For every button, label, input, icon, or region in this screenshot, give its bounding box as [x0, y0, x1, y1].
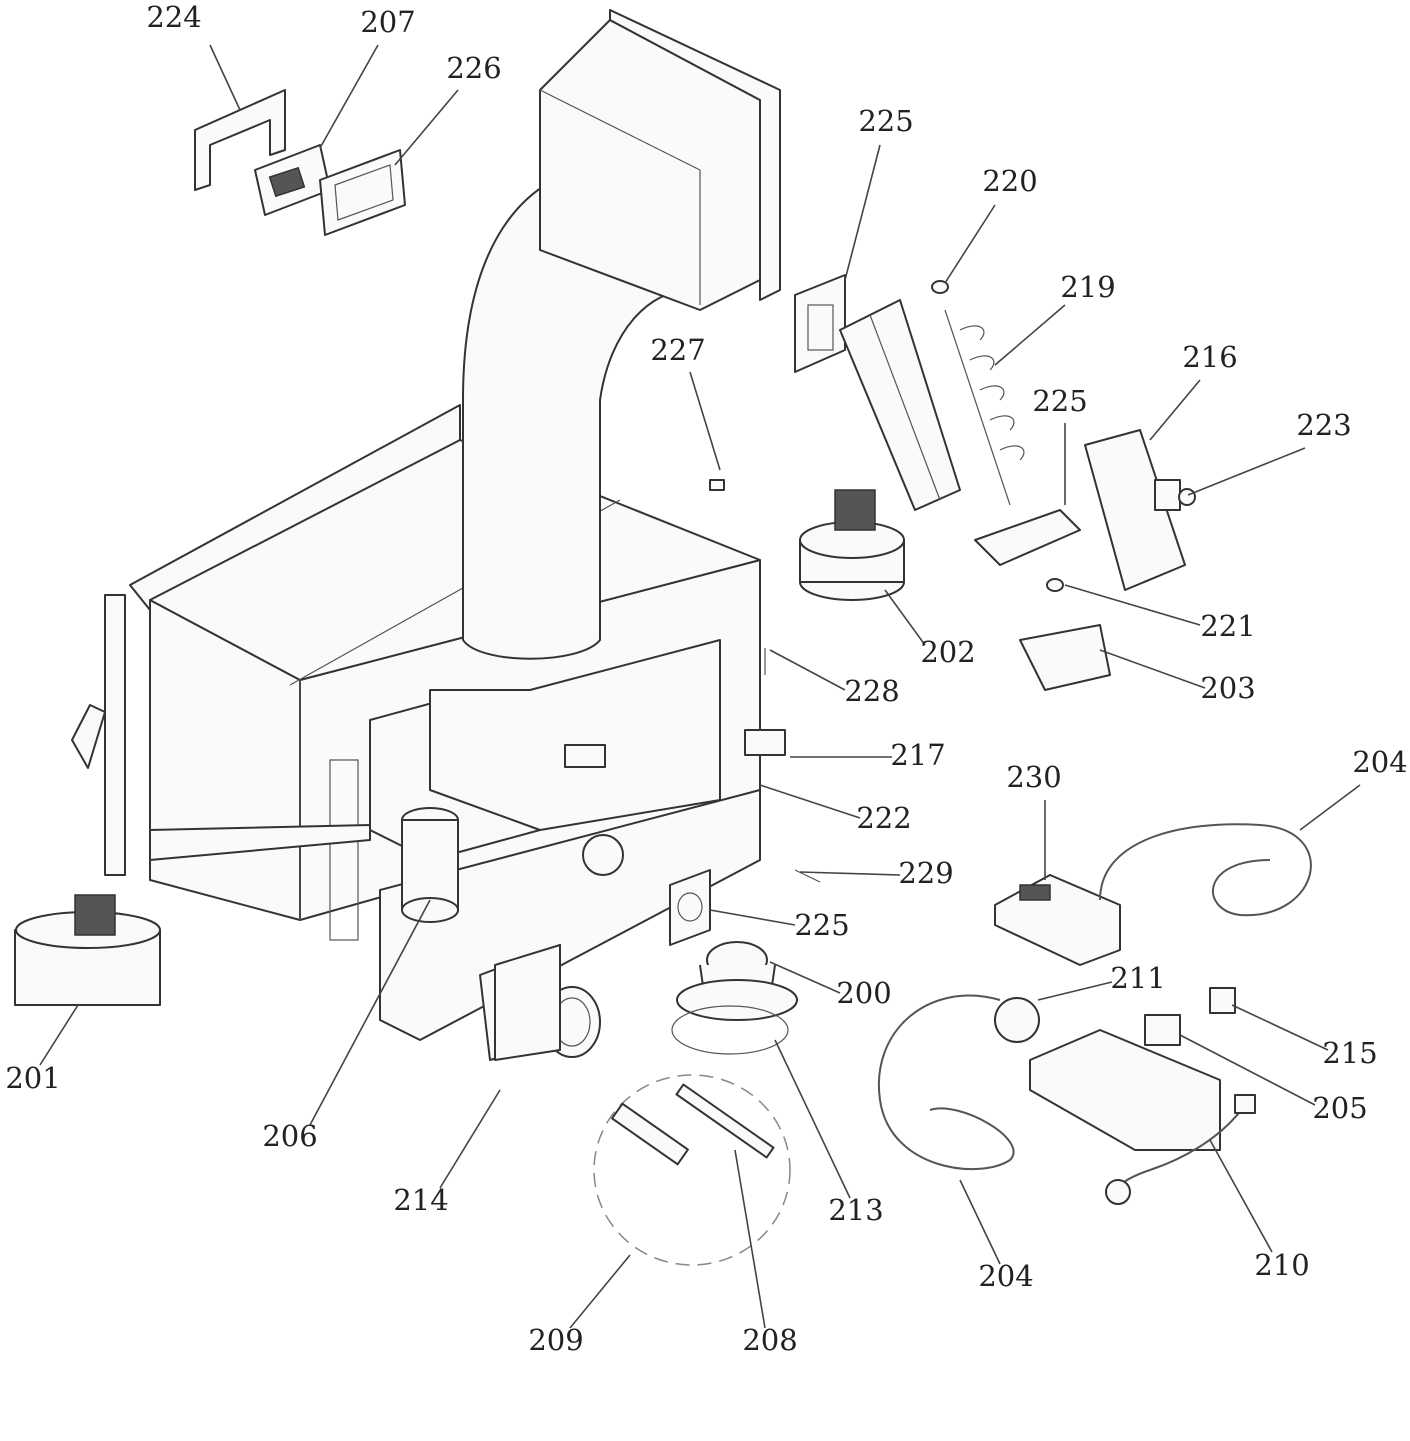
leader-line-224 — [209, 44, 241, 111]
leader-line-225 — [844, 144, 881, 281]
leader-line-219 — [994, 304, 1066, 366]
callout-label-214: 214 — [393, 1183, 448, 1217]
leader-line-204 — [959, 1179, 1001, 1265]
callout-label-220: 220 — [982, 164, 1037, 198]
callout-label-219: 219 — [1060, 270, 1115, 304]
callout-label-227: 227 — [650, 333, 705, 367]
callout-label-229: 229 — [898, 856, 953, 890]
leader-line-215 — [1231, 1004, 1329, 1051]
burner-parts — [494, 941, 798, 1266]
leader-line-201 — [39, 1004, 79, 1066]
leader-line-226 — [394, 89, 459, 166]
leader-line-206 — [309, 899, 431, 1126]
callout-label-210: 210 — [1254, 1248, 1309, 1282]
leader-line-200 — [769, 961, 841, 994]
leader-line-211 — [1037, 981, 1113, 1001]
callout-label-215: 215 — [1322, 1036, 1377, 1070]
callout-label-201: 201 — [5, 1061, 60, 1095]
leader-line-214 — [439, 1089, 501, 1189]
leader-line-216 — [1149, 379, 1201, 441]
flue-pipe — [462, 9, 781, 660]
leader-line-227 — [689, 371, 721, 471]
callout-label-216: 216 — [1182, 340, 1237, 374]
callout-label-224: 224 — [146, 0, 201, 34]
callout-label-213: 213 — [828, 1193, 883, 1227]
callout-label-225: 225 — [858, 104, 913, 138]
control-panel-parts — [194, 89, 406, 236]
callout-label-205: 205 — [1312, 1091, 1367, 1125]
leader-line-229 — [799, 871, 901, 876]
electronics — [71, 479, 1312, 1205]
callout-label-228: 228 — [844, 674, 899, 708]
callout-label-225: 225 — [794, 908, 849, 942]
callout-labels: 224 207 226 225 220 219 216 225 223 227 221 202 228 2… — [5, 0, 1407, 1357]
leader-line-225 — [709, 909, 796, 926]
leader-line-228 — [769, 649, 846, 691]
leader-line-222 — [759, 784, 861, 819]
leader-line-205 — [1179, 1034, 1316, 1106]
leader-line-221 — [1064, 584, 1201, 626]
leader-line-210 — [1209, 1139, 1273, 1253]
callout-label-211: 211 — [1110, 961, 1165, 995]
callout-label-230: 230 — [1006, 760, 1061, 794]
leader-line-208 — [734, 1149, 766, 1329]
stove-body — [104, 404, 761, 1061]
leader-line-207 — [319, 44, 379, 149]
leader-line-203 — [1099, 649, 1206, 689]
leader-line-223 — [1187, 447, 1306, 496]
callout-label-204: 204 — [978, 1259, 1033, 1293]
leader-line-213 — [774, 1039, 851, 1199]
callout-label-225: 225 — [1032, 384, 1087, 418]
callout-label-208: 208 — [742, 1323, 797, 1357]
leader-lines — [39, 44, 1361, 1329]
leader-line-204 — [1299, 784, 1361, 831]
leader-line-209 — [569, 1254, 631, 1329]
blowers — [14, 489, 905, 1006]
callout-label-209: 209 — [528, 1323, 583, 1357]
leader-line-220 — [944, 204, 996, 284]
callout-label-217: 217 — [890, 738, 945, 772]
callout-label-204: 204 — [1352, 745, 1407, 779]
callout-label-202: 202 — [920, 635, 975, 669]
auger-parts — [794, 274, 1196, 691]
callout-label-207: 207 — [360, 5, 415, 39]
callout-label-203: 203 — [1200, 671, 1255, 705]
callout-label-221: 221 — [1200, 609, 1255, 643]
leader-line-202 — [884, 589, 926, 646]
callout-label-222: 222 — [856, 801, 911, 835]
callout-label-206: 206 — [262, 1119, 317, 1153]
callout-label-223: 223 — [1296, 408, 1351, 442]
callout-label-226: 226 — [446, 51, 501, 85]
callout-label-200: 200 — [836, 976, 891, 1010]
